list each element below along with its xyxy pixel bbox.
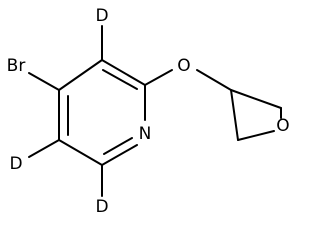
molecule-structure: D Br O N O D D xyxy=(7,6,290,217)
atom-deuterium-top: D xyxy=(95,6,108,26)
atom-oxetane-oxygen: O xyxy=(276,116,289,136)
oxetane-ring xyxy=(230,89,282,141)
substituent-bonds xyxy=(28,25,232,197)
bond-n1-c6 xyxy=(101,144,138,166)
bond-c2-o xyxy=(144,69,173,86)
bond-c3-c2 xyxy=(101,59,146,86)
bond-c4-c3 xyxy=(58,59,103,91)
double-bond-n1-c6 xyxy=(103,137,133,155)
bond-o-c3oxetane xyxy=(196,69,232,91)
bond-c6-c5 xyxy=(58,139,103,166)
bond-oxetane-bottom xyxy=(237,130,275,141)
double-bond-c3-c2 xyxy=(102,69,138,90)
bond-c4-br xyxy=(28,72,60,91)
atom-deuterium-bottom: D xyxy=(95,197,108,217)
pyridine-ring xyxy=(58,59,146,166)
atom-bromine: Br xyxy=(7,56,26,76)
atom-pyridine-nitrogen: N xyxy=(139,124,152,144)
bond-oxetane-left xyxy=(230,89,239,141)
atom-labels: D Br O N O D D xyxy=(7,6,290,217)
atom-deuterium-left: D xyxy=(9,154,22,174)
bond-c5-d xyxy=(28,139,60,158)
atom-ether-oxygen: O xyxy=(177,56,190,76)
bond-oxetane-top xyxy=(230,89,282,109)
